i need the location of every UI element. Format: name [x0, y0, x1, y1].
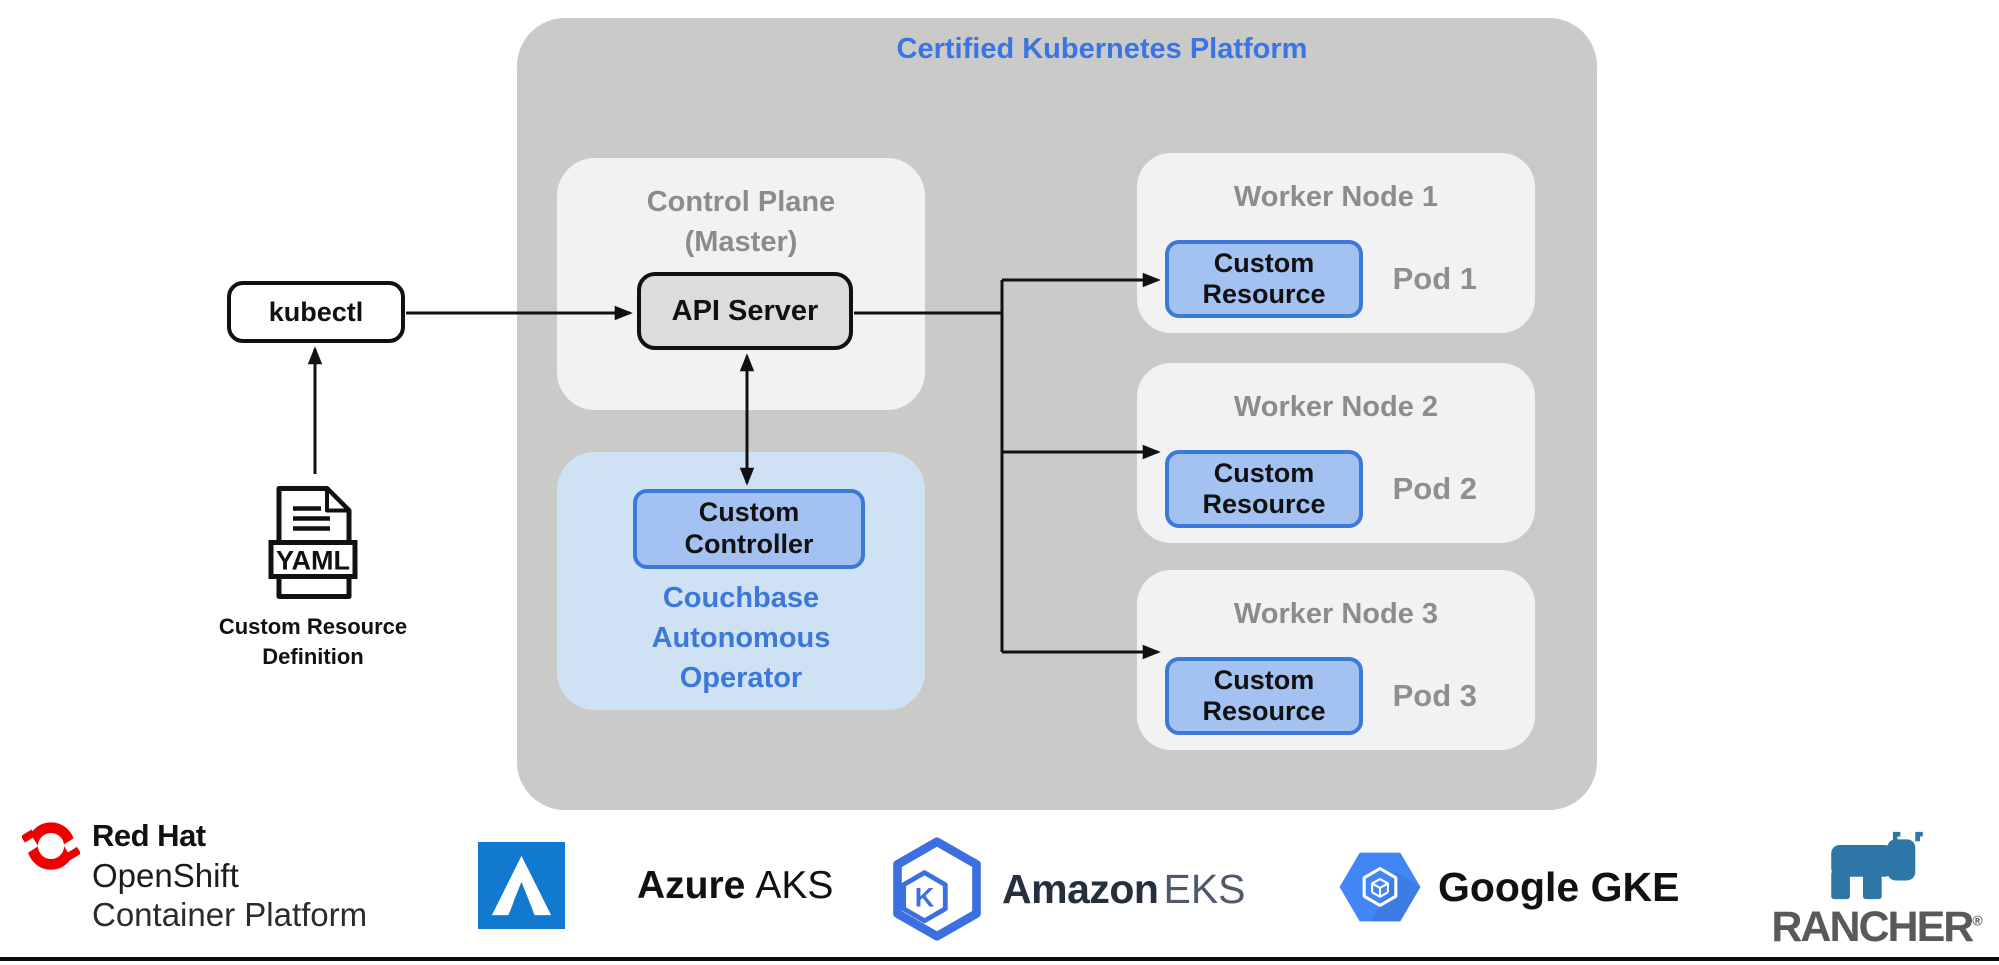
platform-title: Certified Kubernetes Platform: [896, 33, 1308, 65]
worker-node-1: Worker Node 1 Custom Resource Pod 1: [1137, 153, 1535, 333]
crd-caption: Custom Resource Definition: [218, 614, 408, 669]
yaml-label: YAML: [276, 546, 350, 576]
rancher-logo: RANCHER®: [1771, 830, 1983, 952]
worker-node-1-title: Worker Node 1: [1233, 181, 1439, 213]
amazon-product-text: EKS: [1163, 865, 1246, 912]
google-gke-logo: Google GKE: [1336, 846, 1679, 928]
pod-1-label: Pod 1: [1392, 261, 1477, 296]
openshift-icon: [22, 822, 80, 870]
redhat-suffix-text: Container Platform: [92, 896, 368, 934]
yaml-doc-fold: [325, 486, 351, 513]
custom-controller-box: Custom Controller: [633, 489, 865, 569]
worker-node-2-title: Worker Node 2: [1233, 391, 1439, 423]
azure-brand-text: Azure: [637, 863, 746, 907]
worker-node-3: Worker Node 3 Custom Resource Pod 3: [1137, 570, 1535, 750]
custom-resource-box-2: Custom Resource: [1165, 450, 1363, 528]
operator-title: Couchbase Autonomous Operator: [651, 582, 831, 695]
google-gke-text: Google GKE: [1438, 863, 1680, 910]
rancher-brand-text: RANCHER: [1771, 903, 1974, 951]
kubectl-box: kubectl: [227, 281, 405, 343]
pod-2-label: Pod 2: [1392, 471, 1477, 506]
rancher-bull-icon: [1831, 831, 1923, 900]
custom-resource-box-1: Custom Resource: [1165, 240, 1363, 318]
azure-product-text: AKS: [755, 863, 834, 907]
pod-3-label: Pod 3: [1392, 678, 1477, 713]
redhat-openshift-logo: Red Hat OpenShift Container Platform: [22, 817, 367, 935]
gke-icon: [1339, 852, 1421, 922]
eks-icon-letter: K: [915, 882, 935, 912]
rancher-reg-mark: ®: [1972, 912, 1983, 929]
redhat-brand-text: Red Hat: [92, 818, 206, 853]
yaml-file-icon: YAML: [268, 486, 358, 599]
worker-node-3-title: Worker Node 3: [1233, 598, 1439, 630]
eks-icon: K: [893, 837, 981, 941]
api-server-box: API Server: [637, 272, 853, 350]
yaml-label-plate: [268, 540, 358, 579]
control-plane-title: Control Plane (Master): [646, 186, 836, 259]
bottom-divider: [0, 957, 1999, 961]
yaml-doc-lines: [293, 506, 330, 531]
worker-node-2: Worker Node 2 Custom Resource Pod 2: [1137, 363, 1535, 543]
redhat-product-text: OpenShift: [92, 856, 239, 894]
custom-resource-box-3: Custom Resource: [1165, 657, 1363, 735]
amazon-brand-text: Amazon: [1002, 865, 1159, 912]
azure-icon: [478, 842, 565, 929]
